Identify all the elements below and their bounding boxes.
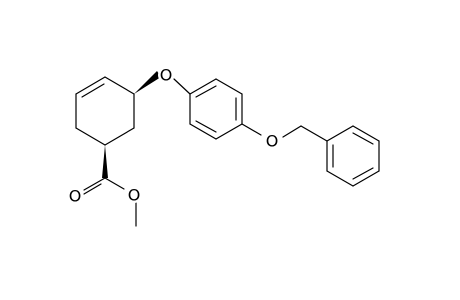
aryl-bond-1-inner <box>195 85 217 98</box>
phenyl-bond-2 <box>352 125 380 142</box>
oxygen-atom-ester: O <box>126 186 142 205</box>
ring-bond-c1-c2 <box>75 127 106 146</box>
ether-bond-aryl-o <box>241 123 262 136</box>
phenyl-bond-1 <box>326 125 354 142</box>
phenyl-bond-5 <box>326 170 354 187</box>
aryl-bond-1 <box>189 78 217 95</box>
phenyl-ring <box>326 125 380 187</box>
phenylene-ring <box>189 78 243 140</box>
benzyl-bond-ch2-ph <box>300 125 328 142</box>
phenyl-bond-2-inner <box>352 132 374 145</box>
ether-bond-o-aryl <box>173 78 191 95</box>
oxygen-atom-carbonyl: O <box>67 187 83 206</box>
carbonyl-double-bond-outer <box>83 177 106 191</box>
ring-bond-c4-c5 <box>104 76 135 95</box>
oxygen-label-ether-1: O <box>160 66 173 85</box>
aryl-bond-5-inner <box>195 120 217 133</box>
ring-double-bond-inner <box>81 83 105 98</box>
aryl-bond-2 <box>215 78 243 95</box>
methyl-ester-group <box>83 177 137 227</box>
phenyl-bond-4-inner <box>352 167 374 180</box>
ester-bond-c-o <box>104 177 125 190</box>
ring-bond-c3-c4 <box>75 76 106 95</box>
ether-bond-o-ch2 <box>282 125 302 138</box>
aryl-bond-4 <box>215 123 243 140</box>
oxygen-label-carbonyl: O <box>69 187 82 206</box>
aryl-bond-5 <box>189 123 217 140</box>
oxygen-label-ether-2: O <box>266 132 279 151</box>
oxygen-atom-ether-1: O <box>158 66 174 85</box>
oxygen-label-ester: O <box>128 186 141 205</box>
wedge-bond-c1-carbonyl <box>102 145 108 178</box>
carbonyl-double-bond-inner <box>83 183 102 195</box>
ring-bond-c6-c1 <box>104 127 135 146</box>
wedge-bond-c5-oxygen <box>134 71 161 94</box>
cyclohexene-ring <box>75 76 135 146</box>
oxygen-atom-ether-2: O <box>264 132 280 151</box>
phenyl-bond-4 <box>352 170 380 187</box>
